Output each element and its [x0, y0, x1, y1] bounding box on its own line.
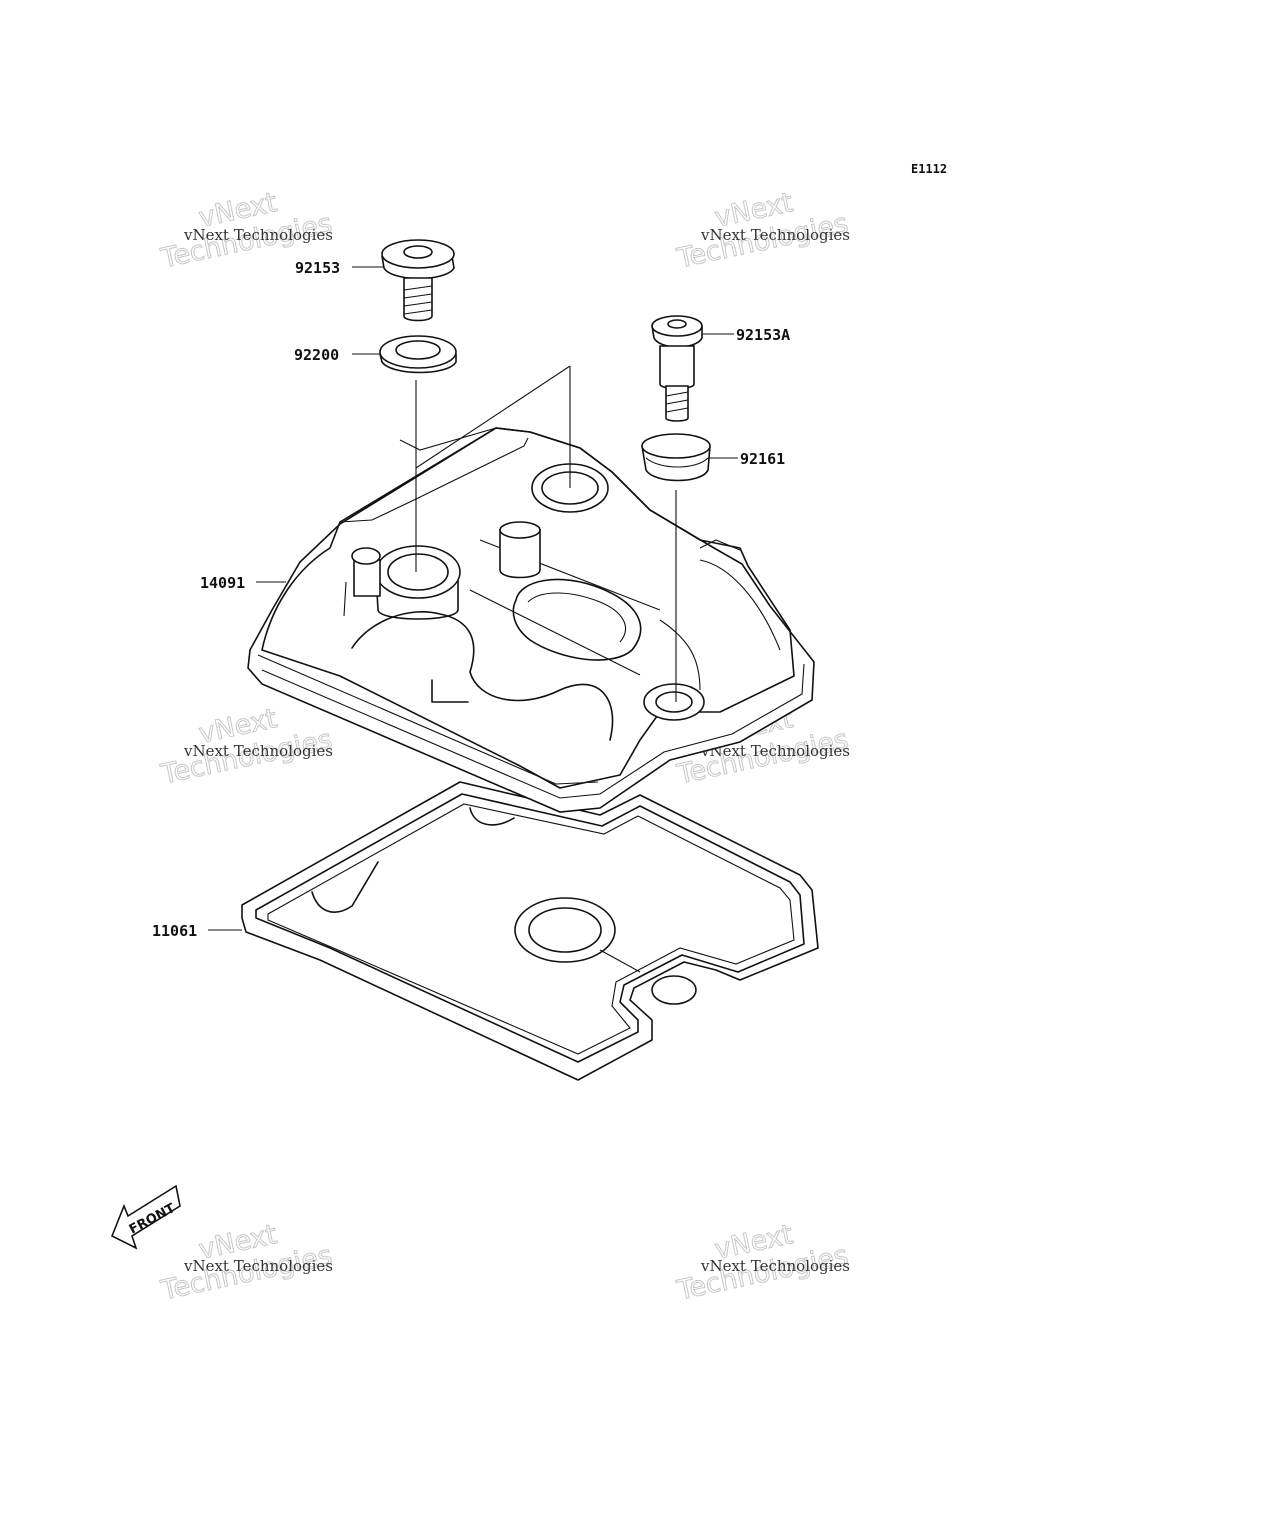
svg-text:vNext Technologies: vNext Technologies: [700, 1257, 850, 1275]
label-11061: 11061: [152, 922, 197, 940]
label-14091: 14091: [200, 574, 245, 592]
svg-text:vNext Technologies: vNext Technologies: [183, 742, 333, 760]
bolt-92153A[interactable]: [651, 315, 703, 422]
label-92153: 92153: [295, 259, 340, 277]
diagram-code: E1112: [911, 162, 947, 176]
assembly-lines: [415, 365, 677, 702]
grommet-92161[interactable]: [641, 433, 711, 482]
watermark-bottom-right: vNext Technologies vNext Technologies: [673, 1219, 851, 1308]
washer-92200[interactable]: [379, 335, 457, 374]
label-92153A: 92153A: [736, 326, 790, 344]
leader-lines: [208, 266, 738, 931]
front-arrow-icon: FRONT: [110, 1184, 181, 1250]
gasket-11061[interactable]: [241, 781, 819, 1081]
label-92161: 92161: [740, 450, 785, 468]
svg-text:vNext Technologies: vNext Technologies: [183, 1257, 333, 1275]
svg-text:vNext Technologies: vNext Technologies: [700, 226, 850, 244]
bolt-92153[interactable]: [381, 239, 455, 322]
svg-text:vNext Technologies: vNext Technologies: [700, 742, 850, 760]
watermark-mid-left: vNext Technologies vNext Technologies: [157, 703, 335, 792]
svg-text:vNext Technologies: vNext Technologies: [183, 226, 333, 244]
watermark-top-right: vNext Technologies vNext Technologies: [673, 187, 851, 276]
label-92200: 92200: [294, 346, 339, 364]
watermark-bottom-left: vNext Technologies vNext Technologies: [157, 1219, 335, 1308]
